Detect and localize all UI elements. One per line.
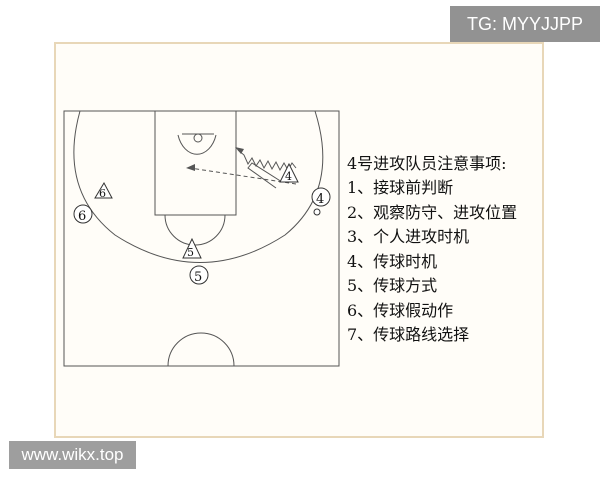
- offense-5-triangle: [182, 237, 202, 259]
- three-point-line: [73, 110, 324, 263]
- offense-5-label: 5: [187, 246, 194, 259]
- note-item: 6、传球假动作: [347, 300, 454, 320]
- pass-arrowhead: [186, 164, 195, 171]
- offense-6-label: 6: [99, 187, 106, 200]
- note-item: 3、个人进攻时机: [347, 227, 470, 246]
- lane: [154, 110, 237, 216]
- defense-5-circle: [189, 265, 209, 285]
- defense-4-circle: [311, 187, 331, 207]
- note-item: 2、观察防守、进攻位置: [347, 202, 518, 222]
- diagram-frame: [54, 42, 544, 438]
- notes-list: 1、接球前判断 2、观察防守、进攻位置 3、个人进攻时机 4、传球时机 5、传球…: [347, 176, 547, 348]
- note-item: 1、接球前判断: [347, 178, 454, 197]
- pass-line: [189, 167, 297, 185]
- notes-title: 4号进攻队员注意事项:: [347, 154, 507, 173]
- note-item: 4、传球时机: [347, 251, 438, 271]
- offense-4-label: 4: [285, 170, 292, 183]
- defense-6-label: 6: [78, 209, 86, 224]
- defense-6-circle: [73, 204, 93, 224]
- court-outline: [63, 110, 340, 367]
- defense-5-label: 5: [194, 270, 202, 285]
- defense-4-label: 4: [316, 192, 324, 207]
- notes-panel: 4号进攻队员注意事项: 1、接球前判断 2、观察防守、进攻位置 3、个人进攻时机…: [347, 152, 547, 348]
- free-throw-arc: [164, 214, 226, 246]
- center-circle: [167, 332, 235, 367]
- watermark-bottom-left: www.wikx.top: [9, 441, 136, 469]
- restricted-arc: [177, 134, 217, 155]
- dribble-arrowhead: [235, 147, 244, 154]
- offense-6-triangle: [94, 181, 113, 199]
- cut-line: [247, 162, 283, 189]
- offense-4-triangle: [279, 162, 299, 183]
- note-item: 7、传球路线选择: [347, 325, 470, 344]
- watermark-top-right: TG: MYYJJPP: [450, 6, 600, 42]
- ball: [313, 208, 321, 216]
- note-item: 5、传球方式: [347, 276, 438, 295]
- rim: [193, 133, 203, 143]
